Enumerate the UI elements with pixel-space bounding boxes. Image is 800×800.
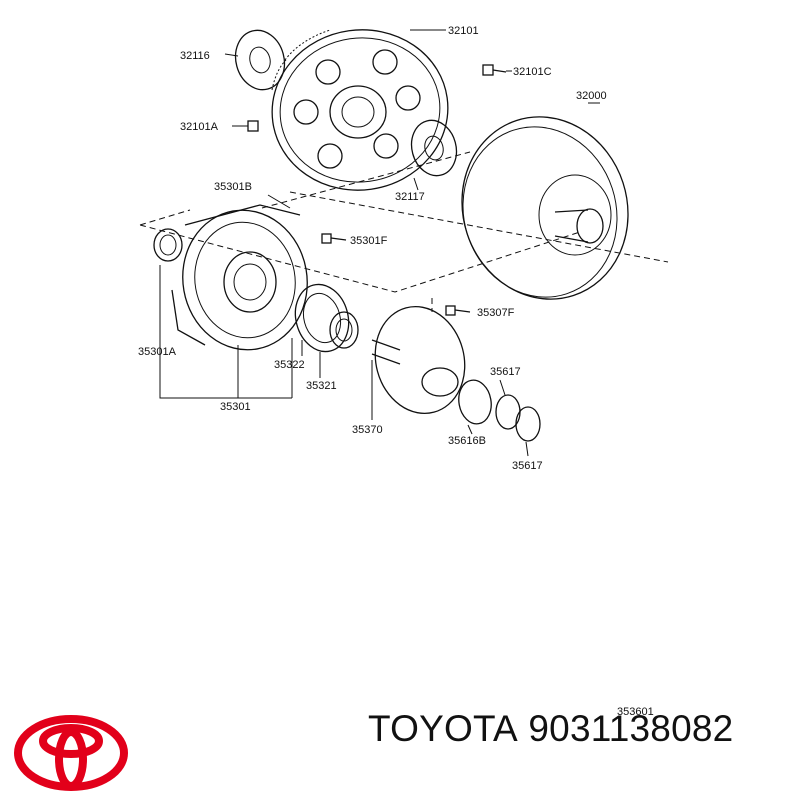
assembly-outline-left [139,209,581,293]
label-32101C: 32101C [513,66,552,78]
label-35321: 35321 [306,380,337,392]
label-35617-b: 35617 [512,460,543,472]
oil-seal-35301A [153,228,183,262]
label-35301: 35301 [220,401,251,413]
bolt-32101A [232,120,259,132]
bolt-32101C [482,64,512,76]
drive-gear-35321 [329,311,359,349]
brand-name: TOYOTA [368,708,518,749]
label-35616B: 35616B [448,435,486,447]
spacer-32116 [224,29,286,91]
label-32117: 32117 [395,191,425,203]
ring-35616B [458,379,492,425]
label-32101A: 32101A [180,121,219,133]
diagram-code: 353601 [617,706,654,718]
torque-converter-32000 [461,102,629,300]
oil-pump-body-35301 [171,204,308,351]
label-32000: 32000 [576,90,607,102]
bolt-35307F [445,305,471,316]
label-35617-a: 35617 [490,366,521,378]
assembly-outline-upper [289,191,669,263]
bolt-35301F [321,233,347,244]
label-35322: 35322 [274,359,305,371]
drive-plate-32101 [271,29,449,191]
label-32116: 32116 [180,50,210,62]
label-35301F: 35301F [350,235,388,247]
part-number: 9031138082 [528,708,734,749]
assembly-outline-lower [261,151,471,312]
label-35370: 35370 [352,424,383,436]
label-35301B: 35301B [214,181,252,193]
footer-brand-part-number: TOYOTA 9031138082 [368,708,796,764]
leader-lines [159,29,529,457]
toyota-logo-icon [14,715,128,791]
label-35307F: 35307F [477,307,515,319]
label-32101: 32101 [448,25,479,37]
seal-ring-35617-b [515,406,541,442]
label-35301A: 35301A [138,346,177,358]
stator-shaft-35370 [371,305,466,415]
spacer-32117 [410,119,458,191]
